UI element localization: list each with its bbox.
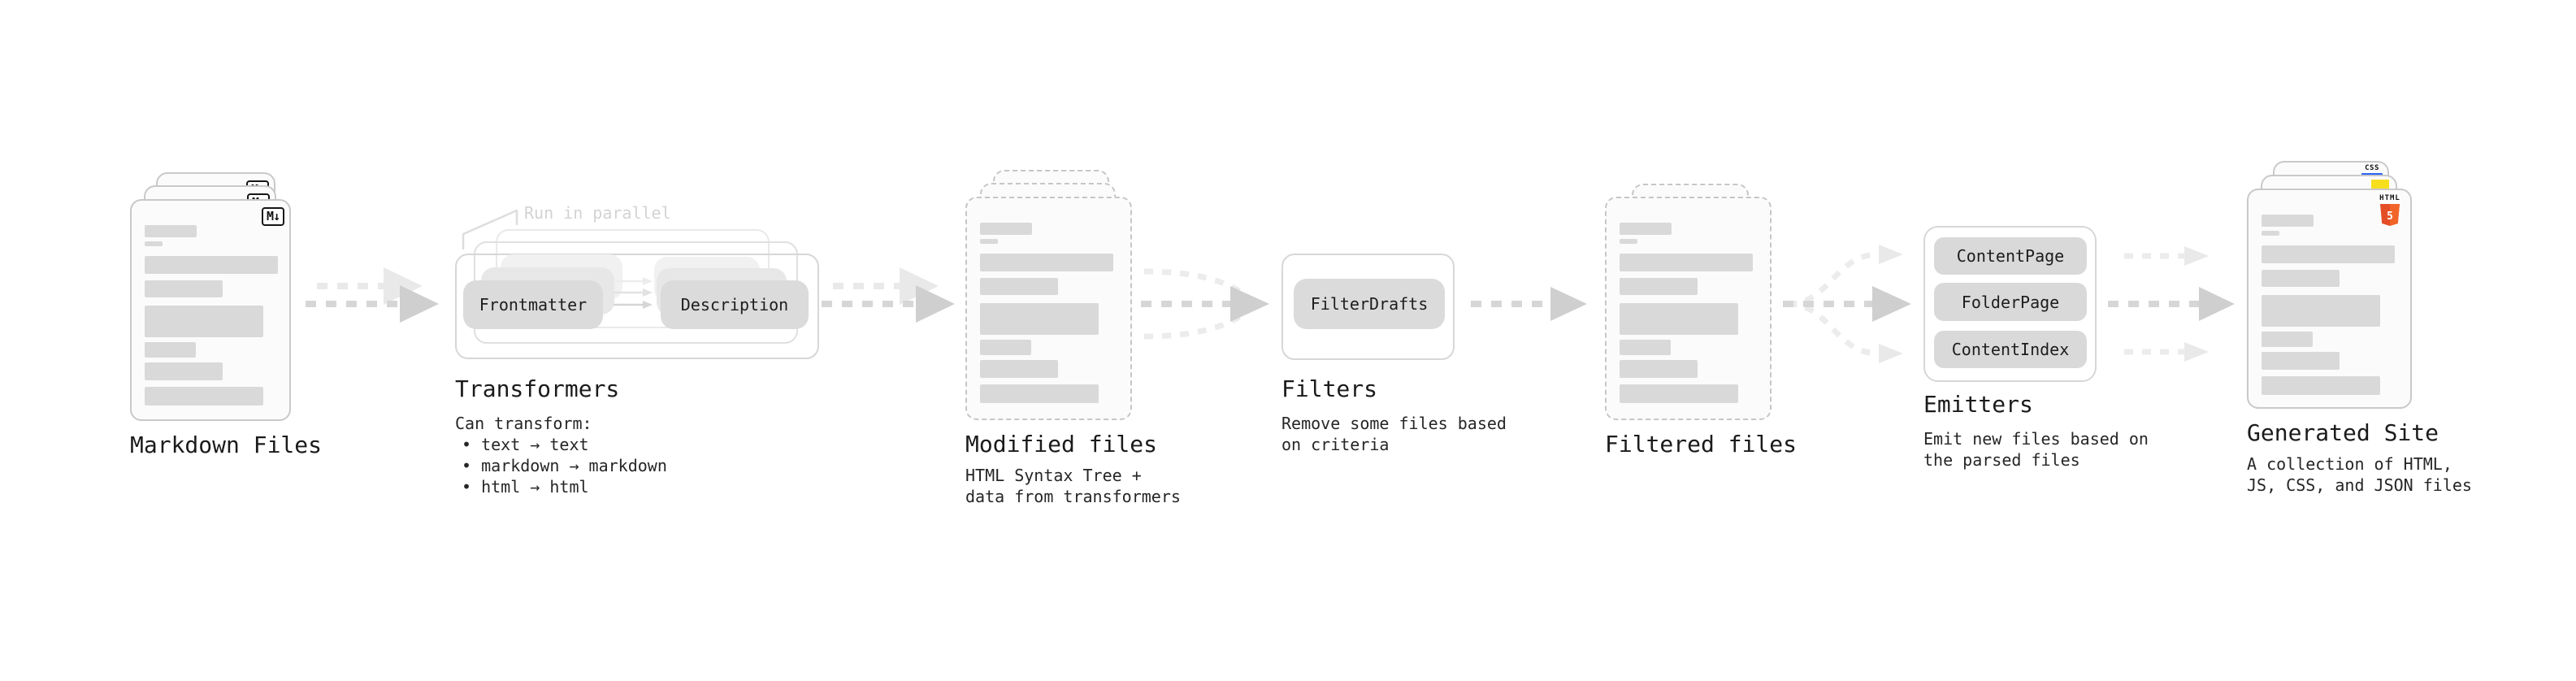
caption-line: the parsed files [1923, 450, 2080, 470]
doc-content-placeholder [145, 225, 278, 406]
markdown-files-label: Markdown Files [130, 432, 323, 458]
arrow-modified-to-filters-merge [1141, 268, 1269, 340]
modified-files-caption: HTML Syntax Tree + data from transformer… [965, 465, 1181, 507]
transformer-node-frontmatter: Frontmatter [463, 280, 603, 329]
caption-line: data from transformers [965, 487, 1181, 506]
caption-line: Remove some files based [1281, 414, 1507, 433]
filters-label: Filters [1281, 375, 1378, 402]
emitter-node-contentpage: ContentPage [1934, 237, 2087, 275]
emitters-label: Emitters [1923, 391, 2033, 418]
filtered-file-front [1605, 197, 1772, 420]
caption-line: • html → html [462, 477, 589, 497]
filters-box [1281, 254, 1455, 360]
caption-line: on criteria [1281, 435, 1390, 454]
generated-site-caption: A collection of HTML, JS, CSS, and JSON … [2247, 453, 2472, 496]
caption-line: Emit new files based on [1923, 429, 2149, 449]
run-in-parallel-annotation: Run in parallel [524, 203, 671, 223]
emitter-node-folderpage: FolderPage [1934, 283, 2087, 321]
caption-line: HTML Syntax Tree + [965, 466, 1142, 485]
doc-content-placeholder [1620, 223, 1753, 403]
filtered-files-label: Filtered files [1605, 431, 1798, 458]
arrow-markdown-to-transformers [306, 267, 439, 323]
emitter-node-contentindex: ContentIndex [1934, 331, 2087, 368]
arrow-filters-to-filtered [1471, 287, 1587, 321]
html5-icon: HTML 5 [2379, 195, 2400, 226]
doc-content-placeholder [2262, 215, 2395, 395]
emitters-box [1923, 226, 2097, 382]
html5-label: HTML [2379, 194, 2400, 202]
filters-caption: Remove some files based on criteria [1281, 413, 1507, 455]
arrow-filtered-to-emitters-fanout [1783, 245, 1911, 363]
modified-files-label: Modified files [965, 431, 1158, 458]
arrow-transformers-to-modified [822, 267, 955, 323]
modified-file-front [965, 197, 1132, 420]
generated-site-label: Generated Site [2247, 419, 2439, 446]
transformers-label: Transformers [455, 375, 620, 402]
transformers-caption: Can transform: • text → text • markdown … [455, 413, 667, 497]
caption-line: • markdown → markdown [462, 456, 667, 475]
caption-line: JS, CSS, and JSON files [2247, 475, 2472, 495]
site-file-html: HTML 5 [2247, 189, 2412, 409]
caption-line: Can transform: [455, 414, 592, 433]
markdown-file-front: M↓ [130, 199, 291, 421]
css-label: CSS [2365, 164, 2379, 172]
run-in-parallel-leader-line [462, 209, 518, 250]
html5-number: 5 [2387, 210, 2393, 223]
caption-line: A collection of HTML, [2247, 454, 2452, 474]
transformer-flow-arrows [614, 277, 653, 309]
transformers-box [455, 254, 819, 359]
filter-node-filterdrafts: FilterDrafts [1294, 279, 1445, 329]
transformer-node-description: Description [661, 280, 809, 329]
arrow-emitters-to-site-triple [2108, 246, 2235, 362]
caption-line: • text → text [462, 435, 589, 454]
js-file-icon [2371, 180, 2389, 190]
doc-content-placeholder [980, 223, 1113, 403]
markdown-icon: M↓ [261, 207, 284, 226]
emitters-caption: Emit new files based on the parsed files [1923, 428, 2149, 471]
